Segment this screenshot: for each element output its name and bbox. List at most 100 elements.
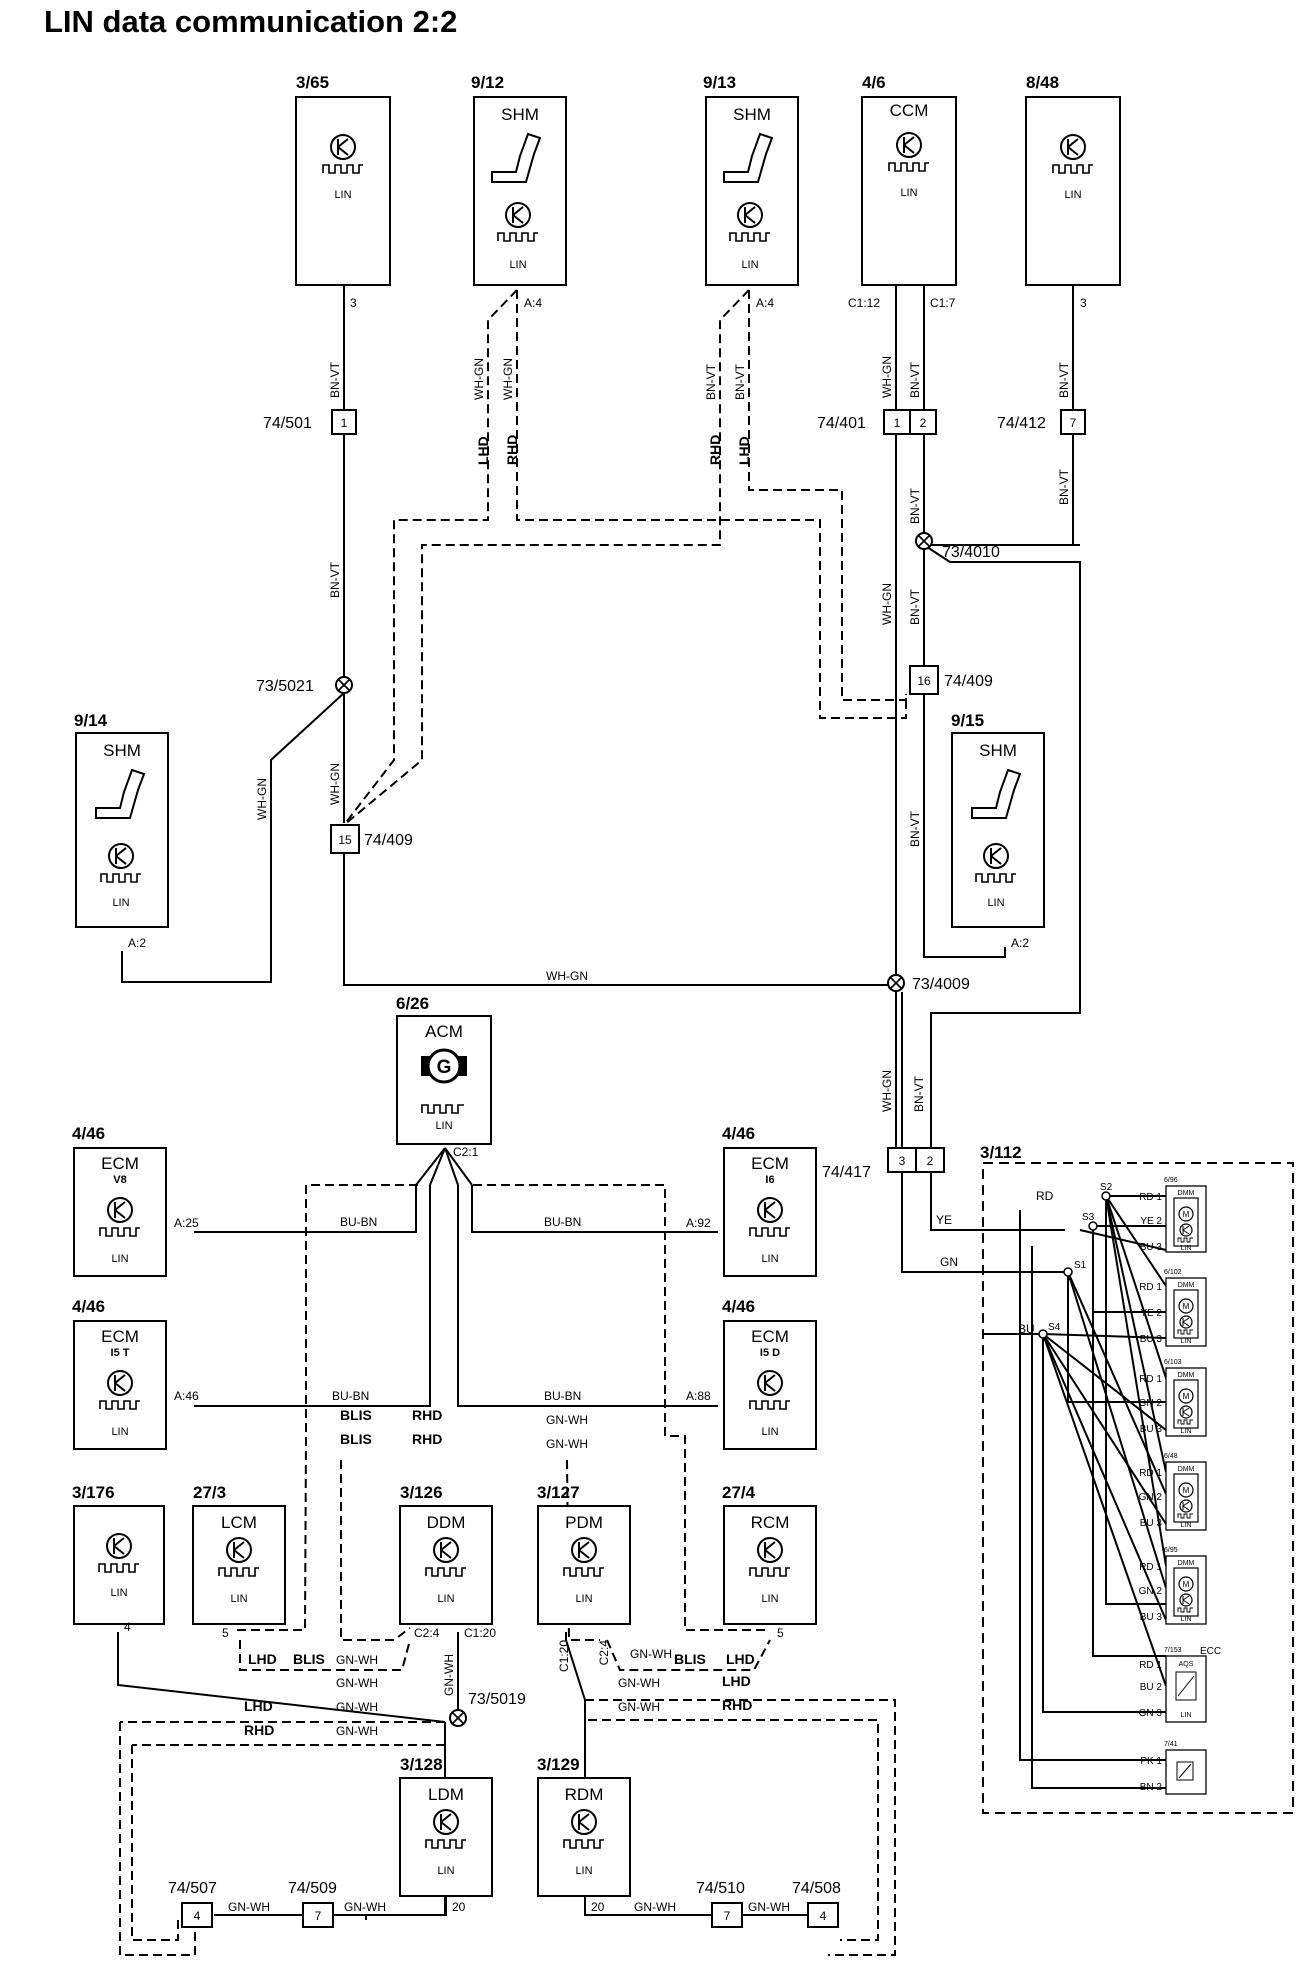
svg-text:LIN: LIN [1181, 1712, 1192, 1719]
pin-label: 3 [350, 296, 357, 310]
wire-label: BN-VT [908, 810, 922, 847]
module-name: SHM [979, 741, 1017, 760]
module-ref: 27/4 [722, 1483, 756, 1502]
module-4-6-ccm: 4/6 CCM LIN C1:12 C1:7 [848, 73, 957, 310]
svg-text:GN 2: GN 2 [1139, 1586, 1163, 1597]
lin-label: LIN [575, 1593, 592, 1605]
pin-label: A:4 [524, 296, 542, 310]
svg-text:YE 2: YE 2 [1140, 1216, 1162, 1227]
splice-icon [915, 532, 933, 550]
connector-label: 74/508 [792, 1880, 841, 1897]
pin-label: C1:20 [464, 1626, 496, 1640]
pin-label: A:2 [1011, 936, 1029, 950]
module-ref: 9/13 [703, 73, 736, 92]
module-3-129-rdm: 3/129 RDM LIN 20 [537, 1755, 631, 1914]
unit-ref: 7/153 [1164, 1647, 1182, 1654]
svg-text:RD 1: RD 1 [1139, 1562, 1162, 1573]
page-title: LIN data communication 2:2 [44, 4, 457, 39]
lin-label: LIN [437, 1865, 454, 1877]
wire-label: BN-VT [908, 487, 922, 524]
wire-label: BU-BN [332, 1389, 369, 1403]
pin-label: 4 [124, 1620, 131, 1634]
module-name: RDM [565, 1785, 604, 1804]
damper-motor-6-48: 6/48 DMM LIN RD 1 GN 2 BU 3 [1139, 1453, 1207, 1531]
connector-label: 74/417 [822, 1164, 871, 1181]
rhd-label: RHD [244, 1722, 274, 1738]
module-box [73, 1505, 165, 1625]
rhd-label: RHD [412, 1431, 442, 1447]
connector-pin: 4 [194, 1909, 201, 1923]
module-ref: 4/46 [72, 1124, 105, 1143]
module-ref: 3/129 [537, 1755, 580, 1774]
solid-wires [117, 285, 1081, 1920]
pin-label: 20 [452, 1900, 466, 1914]
svg-text:YE 2: YE 2 [1140, 1308, 1162, 1319]
splice-icon [335, 676, 353, 694]
module-3-126-ddm: 3/126 DDM LIN C2:4 C1:20 [399, 1483, 496, 1640]
svg-text:BU 3: BU 3 [1140, 1612, 1163, 1623]
module-name: SHM [501, 105, 539, 124]
module-box [537, 1505, 631, 1625]
wire-label: GN-WH [336, 1653, 378, 1667]
module-box [723, 1147, 817, 1277]
lin-label: LIN [437, 1593, 454, 1605]
wire-label: WH-GN [546, 969, 588, 983]
module-9-12-shm: 9/12 SHM LIN A:4 [471, 73, 567, 310]
module-ref: 3/127 [537, 1483, 580, 1502]
damper-motor-icon [1173, 1379, 1199, 1429]
connector-pin: 15 [338, 833, 352, 847]
svg-text:GN 3: GN 3 [1139, 1708, 1163, 1719]
unit-ref: 6/103 [1164, 1359, 1182, 1366]
pin-label: C2:4 [414, 1626, 440, 1640]
module-6-26-acm: 6/26 ACM LIN C2:1 [396, 994, 492, 1159]
lin-label: LIN [761, 1253, 778, 1265]
svg-text:DMM: DMM [1178, 1560, 1195, 1567]
wire-label: BN-VT [328, 561, 342, 598]
lin-label: LIN [111, 1253, 128, 1265]
wire-label: RD [1036, 1189, 1054, 1203]
module-box [537, 1777, 631, 1897]
svg-text:DMM: DMM [1178, 1372, 1195, 1379]
module-ref: 9/14 [74, 711, 108, 730]
svg-text:BN 2: BN 2 [1140, 1782, 1163, 1793]
connector-label: 74/412 [997, 415, 1046, 432]
wire-label: BU [1018, 1322, 1035, 1336]
wire-label: GN-WH [634, 1900, 676, 1914]
lhd-label: LHD [726, 1651, 755, 1667]
splice-label: 73/5019 [468, 1691, 526, 1708]
rhd-label: RHD [722, 1697, 752, 1713]
pin-label: C1:20 [557, 1640, 571, 1672]
module-9-14-shm: 9/14 SHM LIN A:2 [74, 711, 169, 950]
module-box [399, 1777, 493, 1897]
module-name: ECM [101, 1154, 139, 1173]
module-ref: 3/176 [72, 1483, 115, 1502]
connector-pin: 1 [341, 416, 348, 430]
lhd-label: LHD [248, 1651, 277, 1667]
wire-label: WH-GN [328, 763, 342, 805]
wire-label: YE [936, 1213, 952, 1227]
svg-text:LIN: LIN [1181, 1338, 1192, 1345]
module-name: CCM [890, 101, 929, 120]
panel-ref: 3/112 [980, 1143, 1022, 1162]
svg-text:BU 2: BU 2 [1140, 1682, 1163, 1693]
lhd-label: LHD [475, 436, 491, 465]
rhd-label: RHD [504, 435, 520, 465]
module-ref: 9/12 [471, 73, 504, 92]
connector-pin: 1 [894, 416, 901, 430]
ecc-panel-3-112: 3/112 [980, 1143, 1221, 1795]
damper-motor-6-96: 6/96 DMM LIN RD 1 YE 2 BU 3 [1139, 1177, 1207, 1253]
connector-74-510: 74/510 7 [696, 1880, 745, 1928]
module-box [723, 1320, 817, 1450]
splice-icon [887, 974, 905, 992]
connector-pin: 7 [724, 1909, 731, 1923]
svg-text:PK 1: PK 1 [1140, 1756, 1162, 1767]
connector-label: 74/409 [944, 673, 993, 690]
connector-74-508: 74/508 4 [792, 1880, 841, 1928]
splice-73-5021: 73/5021 [256, 676, 353, 695]
connector-74-401: 74/401 1 2 [817, 409, 937, 435]
module-box [723, 1505, 817, 1625]
wire-label: WH-GN [472, 358, 486, 400]
module-name: PDM [565, 1513, 603, 1532]
module-box [1025, 96, 1121, 286]
